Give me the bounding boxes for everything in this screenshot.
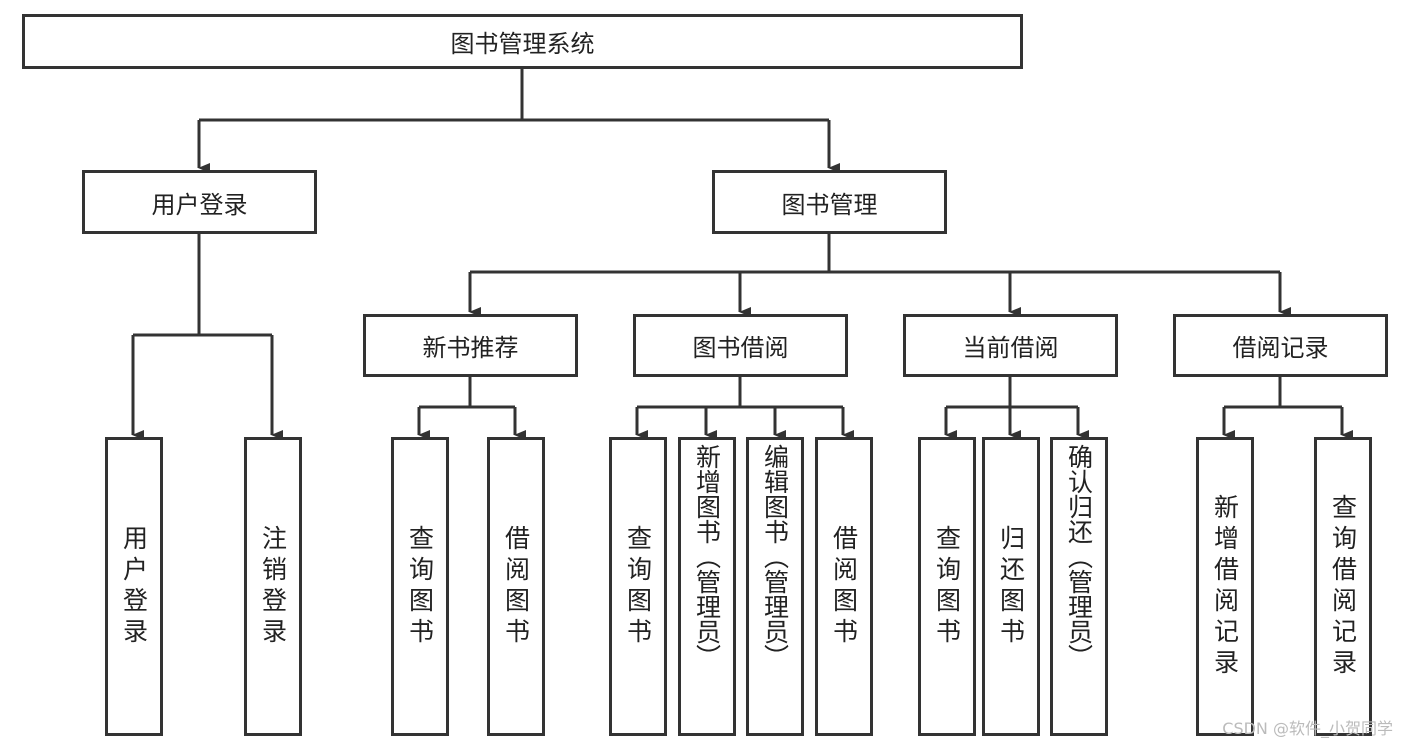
leaf-label: 查询借阅记录 [1328, 493, 1358, 680]
node-label: 新书推荐 [422, 334, 519, 362]
leaf-query-books: 查询图书 [391, 437, 449, 736]
node-book-borrow: 图书借阅 [633, 314, 848, 377]
node-label: 图书管理系统 [450, 30, 595, 58]
node-borrow-records: 借阅记录 [1173, 314, 1388, 377]
watermark: CSDN @软件_小贺同学 [1222, 719, 1393, 738]
leaf-label: 注销登录 [258, 524, 288, 649]
leaf-label: 查询图书 [623, 524, 653, 649]
leaf-label: 查询图书 [932, 524, 962, 649]
node-book-management: 图书管理 [712, 170, 947, 234]
leaf-return-books: 归还图书 [982, 437, 1040, 736]
leaf-label: 新增图书（管理员） [692, 444, 722, 669]
node-label: 图书管理 [781, 190, 878, 219]
leaf-query-books: 查询图书 [918, 437, 976, 736]
leaf-logout: 注销登录 [244, 437, 302, 736]
node-root: 图书管理系统 [22, 14, 1023, 69]
leaf-label: 编辑图书（管理员） [760, 444, 790, 669]
leaf-label: 新增借阅记录 [1210, 493, 1240, 680]
leaf-label: 归还图书 [996, 524, 1026, 649]
leaf-add-book-admin: 新增图书（管理员） [678, 437, 736, 736]
node-label: 用户登录 [151, 190, 248, 219]
leaf-borrow-books: 借阅图书 [815, 437, 873, 736]
node-label: 借阅记录 [1232, 334, 1329, 362]
leaf-label: 借阅图书 [829, 524, 859, 649]
leaf-user-login: 用户登录 [105, 437, 163, 736]
node-current-borrow: 当前借阅 [903, 314, 1118, 377]
leaf-label: 借阅图书 [501, 524, 531, 649]
leaf-query-borrow-record: 查询借阅记录 [1314, 437, 1372, 736]
leaf-confirm-return-admin: 确认归还（管理员） [1050, 437, 1108, 736]
leaf-label: 用户登录 [119, 524, 149, 649]
leaf-add-borrow-record: 新增借阅记录 [1196, 437, 1254, 736]
leaf-edit-book-admin: 编辑图书（管理员） [746, 437, 804, 736]
leaf-label: 确认归还（管理员） [1064, 444, 1094, 669]
leaf-query-books: 查询图书 [609, 437, 667, 736]
leaf-label: 查询图书 [405, 524, 435, 649]
node-user-login: 用户登录 [82, 170, 317, 234]
node-new-books: 新书推荐 [363, 314, 578, 377]
leaf-borrow-books: 借阅图书 [487, 437, 545, 736]
node-label: 图书借阅 [692, 334, 789, 362]
node-label: 当前借阅 [962, 334, 1059, 362]
